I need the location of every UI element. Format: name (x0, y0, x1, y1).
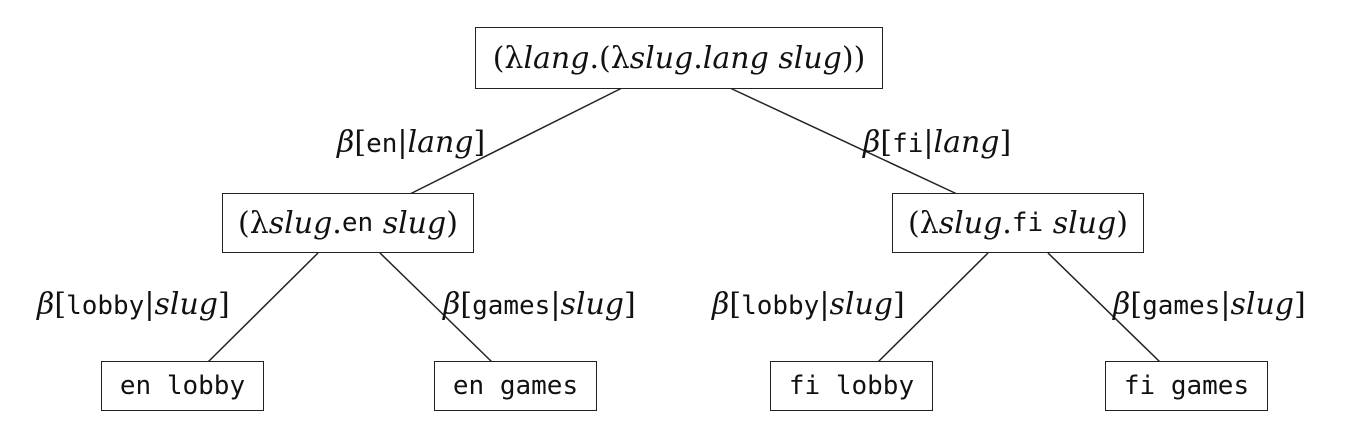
body-expression: slug (373, 205, 447, 241)
edge-root-to-fi (729, 87, 958, 195)
bracket: [ (880, 125, 893, 160)
lambda-symbol: λ (919, 205, 939, 241)
substituted-value: games (1142, 291, 1221, 321)
edge-label-en-games: β[games|slug] (443, 290, 636, 320)
bracket: [ (354, 125, 367, 160)
dot: . (1002, 205, 1012, 241)
dot: . (332, 205, 342, 241)
substituted-variable: slug (1230, 287, 1294, 322)
bound-variable: slug (629, 40, 694, 76)
leaf-label: en games (452, 371, 579, 401)
bar: | (923, 125, 934, 160)
leaf-label: fi games (1123, 371, 1250, 401)
paren: ( (492, 40, 505, 76)
paren: ( (599, 40, 611, 76)
edge-root-to-en (409, 87, 623, 195)
paren: )) (841, 40, 866, 76)
bound-variable: slug (938, 205, 1003, 241)
body-expression: slug (1043, 205, 1117, 241)
edge-label-root-en: β[en|lang] (337, 128, 485, 158)
language-literal: fi (1011, 208, 1044, 238)
substituted-value: lobby (741, 291, 820, 321)
edge-label-root-fi: β[fi|lang] (863, 128, 1011, 158)
leaf-label: fi lobby (788, 371, 915, 401)
dot: . (589, 40, 599, 76)
edge-fi-to-fi-games (1047, 252, 1161, 363)
substituted-value: en (366, 129, 398, 159)
bracket: [ (729, 287, 742, 322)
lambda-symbol: λ (610, 40, 630, 76)
edge-en-to-en-games (379, 252, 493, 363)
bar: | (397, 125, 408, 160)
lambda-symbol: λ (249, 205, 269, 241)
beta-symbol: β (443, 287, 461, 322)
bar: | (819, 287, 830, 322)
bracket: ] (473, 125, 486, 160)
paren: ( (238, 205, 250, 241)
substituted-variable: slug (829, 287, 893, 322)
substituted-variable: lang (933, 125, 1000, 160)
paren: ) (1116, 205, 1128, 241)
substituted-value: lobby (66, 291, 145, 321)
edge-en-to-en-lobby (207, 252, 319, 363)
bracket: ] (999, 125, 1012, 160)
bound-variable: lang (523, 40, 590, 76)
edge-label-fi-games: β[games|slug] (1113, 290, 1306, 320)
dot: . (693, 40, 703, 76)
substituted-variable: slug (560, 287, 624, 322)
bracket: [ (1130, 287, 1143, 322)
bracket: ] (623, 287, 636, 322)
substituted-variable: slug (154, 287, 218, 322)
edge-fi-to-fi-lobby (877, 252, 989, 363)
leaf-en-lobby: en lobby (101, 361, 264, 411)
bracket: [ (54, 287, 67, 322)
bar: | (144, 287, 155, 322)
bracket: ] (217, 287, 230, 322)
edge-label-en-lobby: β[lobby|slug] (37, 290, 230, 320)
paren: ) (446, 205, 458, 241)
bar: | (1220, 287, 1231, 322)
substituted-value: games (472, 291, 551, 321)
beta-symbol: β (863, 125, 881, 160)
body-expression: lang slug (702, 40, 842, 76)
edge-label-fi-lobby: β[lobby|slug] (712, 290, 905, 320)
paren: ( (908, 205, 920, 241)
substituted-variable: lang (407, 125, 474, 160)
lambda-symbol: λ (504, 40, 524, 76)
leaf-fi-lobby: fi lobby (770, 361, 933, 411)
beta-symbol: β (712, 287, 730, 322)
bar: | (550, 287, 561, 322)
bound-variable: slug (268, 205, 333, 241)
beta-symbol: β (337, 125, 355, 160)
bracket: ] (892, 287, 905, 322)
language-literal: en (341, 208, 374, 238)
beta-symbol: β (1113, 287, 1131, 322)
leaf-fi-games: fi games (1105, 361, 1268, 411)
leaf-en-games: en games (434, 361, 597, 411)
substituted-value: fi (892, 129, 924, 159)
leaf-label: en lobby (119, 371, 246, 401)
bracket: ] (1293, 287, 1306, 322)
beta-symbol: β (37, 287, 55, 322)
bracket: [ (460, 287, 473, 322)
